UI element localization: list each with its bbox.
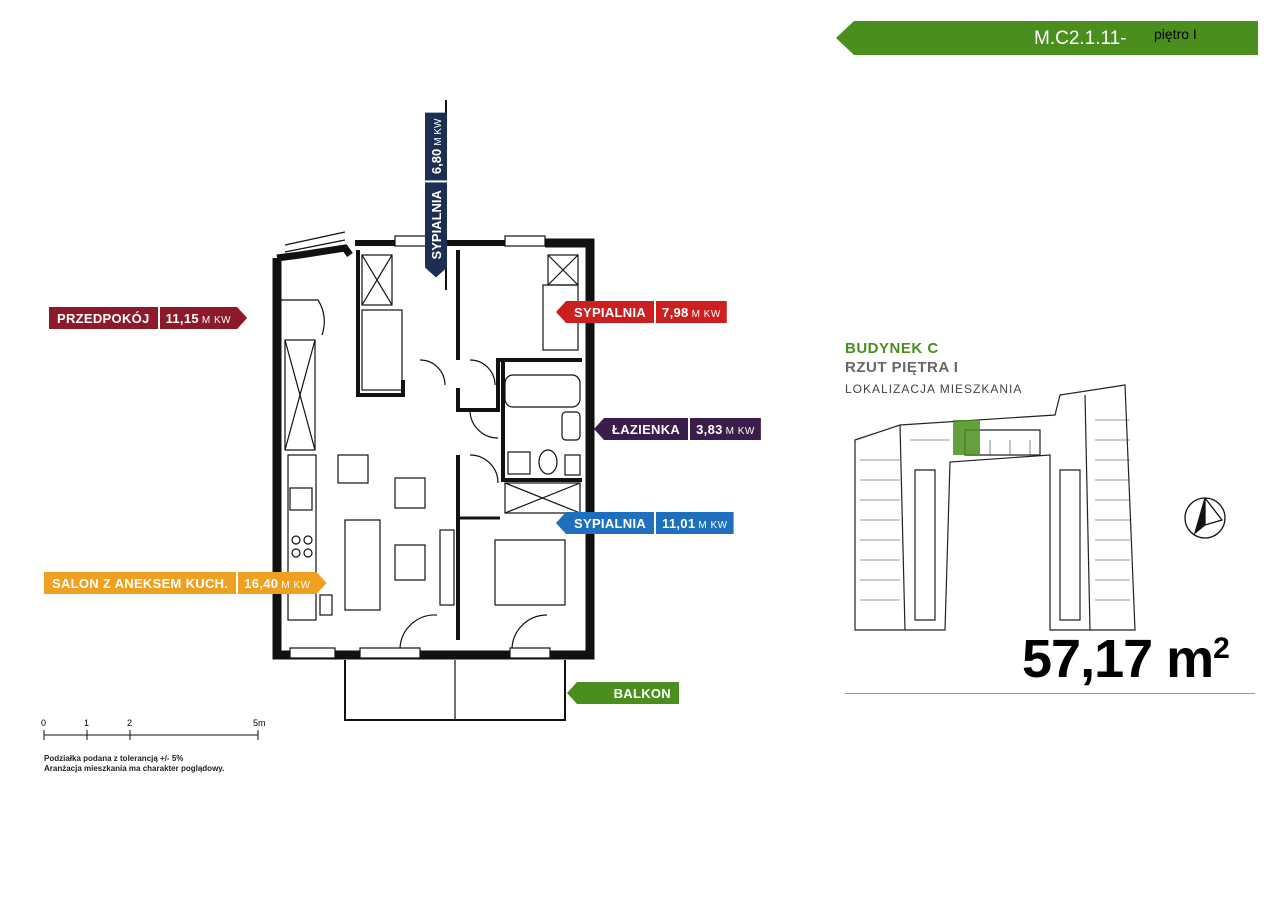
- scale-note-arrangement: Aranżacja mieszkania ma charakter pogląd…: [44, 764, 225, 773]
- total-area: 57,17 m2: [1022, 628, 1230, 690]
- room-area-unit: M KW: [698, 519, 728, 531]
- room-area-unit: M KW: [691, 308, 721, 320]
- scale-tick-1: 1: [84, 718, 90, 728]
- room-area-unit: M KW: [432, 118, 444, 146]
- scale-tick-0: 0: [41, 718, 47, 728]
- room-name: SALON Z ANEKSEM KUCH.: [52, 575, 229, 591]
- room-area-unit: M KW: [725, 425, 755, 437]
- total-area-sup: 2: [1213, 632, 1230, 665]
- room-area: 3,83: [696, 421, 723, 437]
- room-name: BALKON: [613, 685, 671, 701]
- apartment-highlight: [953, 420, 980, 455]
- room-area-unit: M KW: [281, 579, 311, 591]
- room-area: 7,98: [662, 304, 689, 320]
- scale-bar: [43, 730, 259, 740]
- total-area-value: 57,17 m: [1022, 629, 1214, 689]
- room-area: 11,01: [662, 515, 696, 531]
- room-area: 11,15: [165, 310, 199, 326]
- north-arrow-icon: [1184, 497, 1226, 539]
- room-name: SYPIALNIA: [574, 515, 647, 531]
- location-title: LOKALIZACJA MIESZKANIA: [845, 382, 1023, 396]
- scale-tick-2: 2: [127, 718, 133, 728]
- unit-code: M.C2.1.11-: [1034, 28, 1127, 49]
- area-divider: [845, 693, 1255, 694]
- scale-tick-5m: 5m: [253, 718, 266, 728]
- floor-title: RZUT PIĘTRA I: [845, 359, 959, 376]
- room-area-unit: M KW: [201, 314, 232, 326]
- room-name: ŁAZIENKA: [612, 421, 681, 437]
- room-name: SYPIALNIA: [574, 304, 647, 320]
- unit-floor: piętro I: [1154, 26, 1197, 42]
- scale-note-tolerance: Podziałka podana z tolerancją +/- 5%: [44, 754, 184, 763]
- room-name: PRZEDPOKÓJ: [57, 310, 150, 326]
- room-area: 16,40: [244, 575, 279, 591]
- unit-banner: M.C2.1.11- piętro I: [836, 21, 1258, 55]
- room-name: SYPIALNIA: [428, 190, 444, 260]
- building-title: BUDYNEK C: [845, 340, 939, 357]
- room-tag-balkon: BALKON: [567, 682, 679, 704]
- room-area: 6,80: [428, 148, 444, 175]
- room-tag-sypialnia-1: SYPIALNIA 6,80 M KW: [424, 100, 448, 290]
